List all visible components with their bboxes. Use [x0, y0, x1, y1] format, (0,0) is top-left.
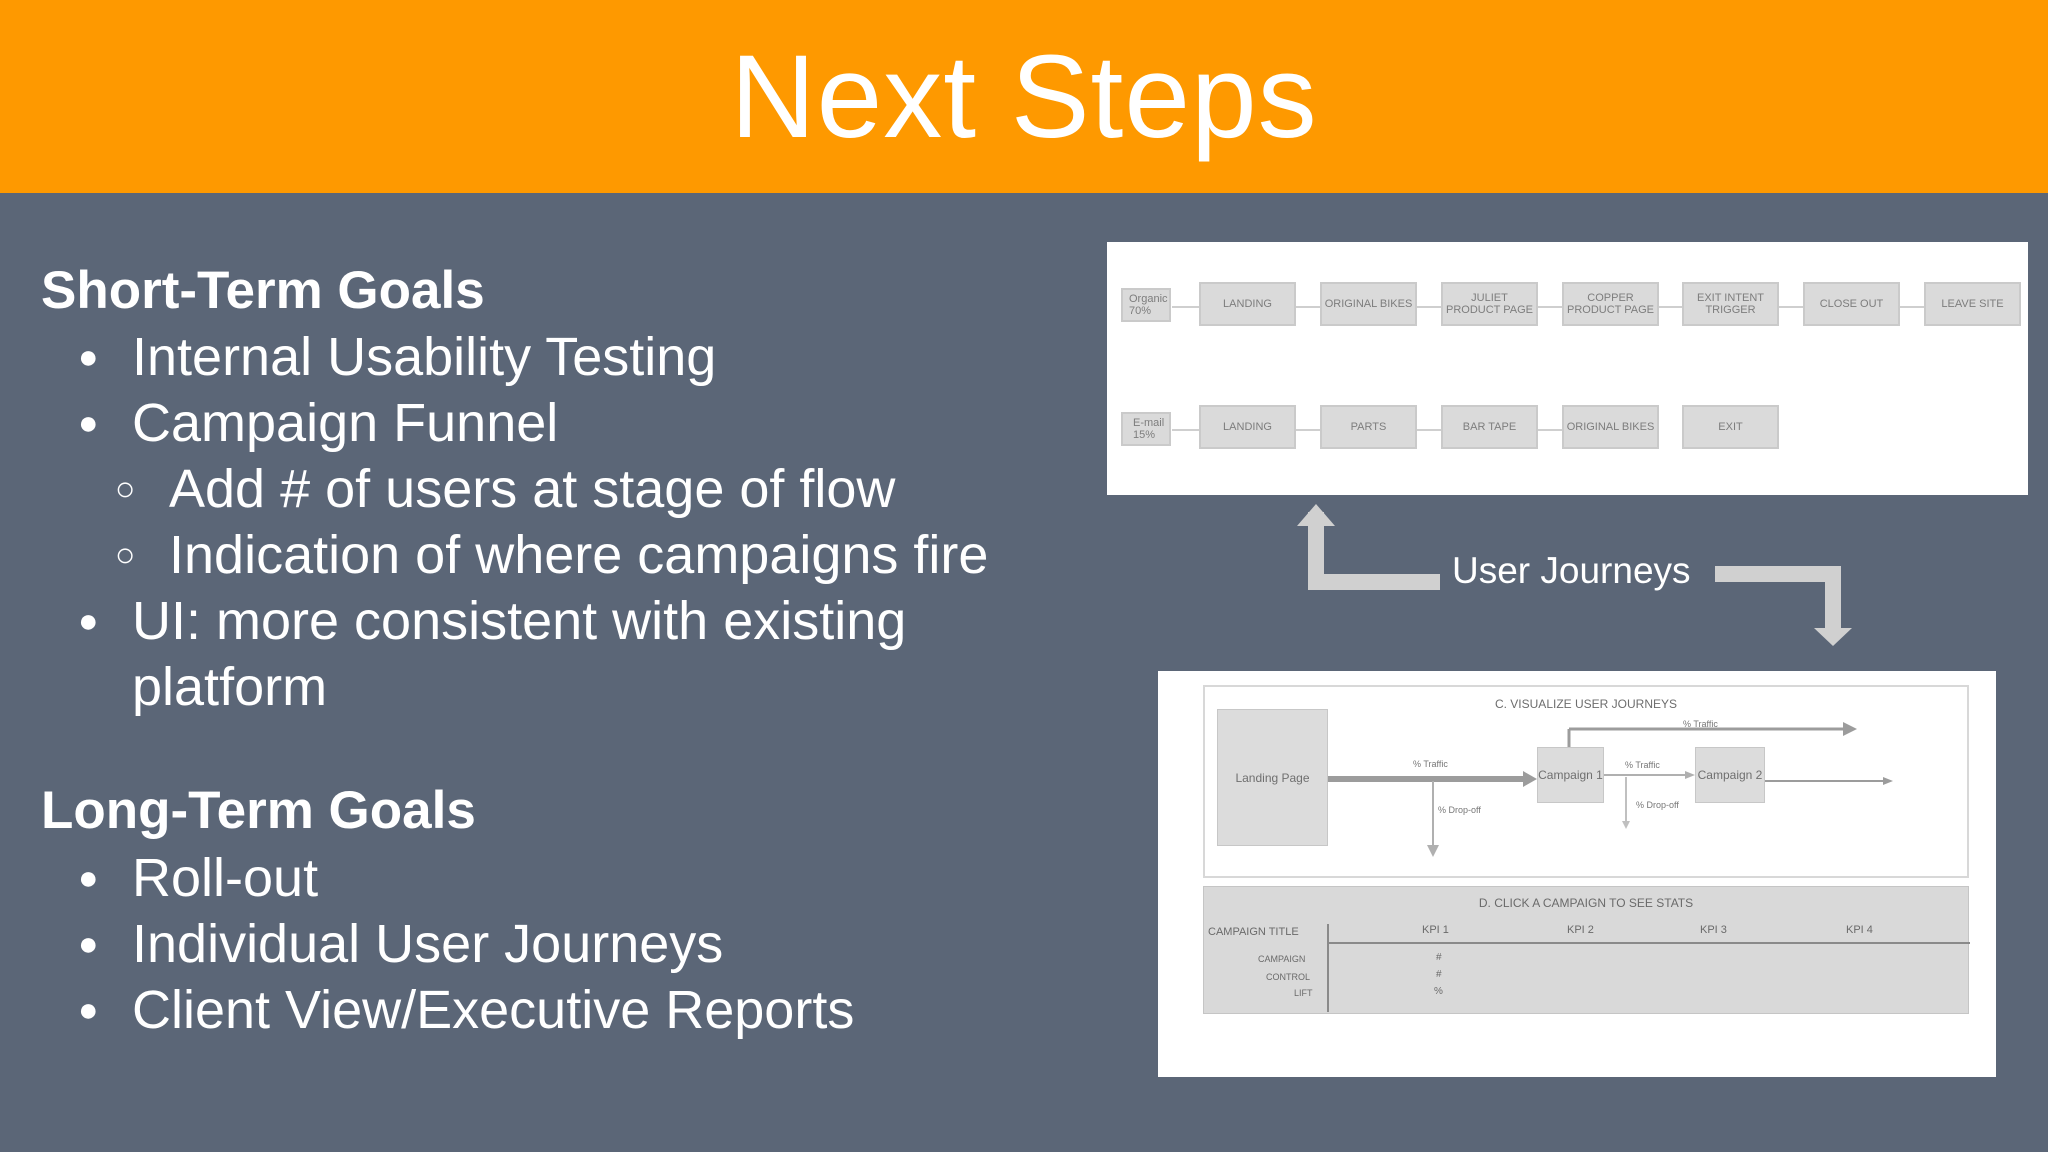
- slide-title: Next Steps: [730, 30, 1318, 163]
- long-term-list: Roll-out Individual User Journeys Client…: [41, 845, 1061, 1043]
- ui-line-2: platform: [132, 657, 328, 718]
- flow-arrows: [1328, 722, 1893, 857]
- long-term-item: Client View/Executive Reports: [41, 977, 1061, 1043]
- row-value: %: [1434, 986, 1443, 997]
- row-label: CAMPAIGN: [1258, 954, 1306, 964]
- row-label: LIFT: [1294, 988, 1313, 998]
- journey-step: LANDING: [1199, 282, 1296, 326]
- journey-step: ORIGINAL BIKES: [1320, 282, 1417, 326]
- goals-column: Short-Term Goals Internal Usability Test…: [41, 258, 1061, 1043]
- journey-step: PARTS: [1320, 405, 1417, 449]
- arrow-up-left-icon: [1297, 504, 1440, 590]
- kpi-header: KPI 2: [1567, 924, 1594, 936]
- long-term-item: Individual User Journeys: [41, 911, 1061, 977]
- dropoff-label: % Drop-off: [1438, 805, 1481, 815]
- journey-step: EXIT INTENT TRIGGER: [1682, 282, 1779, 326]
- long-term-heading: Long-Term Goals: [41, 781, 476, 841]
- short-term-item-usability: Internal Usability Testing: [41, 324, 1061, 390]
- row-value: #: [1436, 969, 1442, 980]
- journey-step: BAR TAPE: [1441, 405, 1538, 449]
- journey-step: LEAVE SITE: [1924, 282, 2021, 326]
- traffic-label: % Traffic: [1413, 759, 1448, 769]
- arrow-down-right-icon: [1715, 566, 1852, 646]
- long-term-item: Roll-out: [41, 845, 1061, 911]
- ui-line-1: UI: more consistent with existing: [132, 591, 907, 652]
- stats-title: D. CLICK A CAMPAIGN TO SEE STATS: [1478, 896, 1694, 910]
- journey-step: LANDING: [1199, 405, 1296, 449]
- kpi-header: KPI 3: [1700, 924, 1727, 936]
- journey-step: EXIT: [1682, 405, 1779, 449]
- campaign-stats-panel: D. CLICK A CAMPAIGN TO SEE STATS CAMPAIG…: [1203, 886, 1970, 1014]
- kpi-header: KPI 4: [1846, 924, 1873, 936]
- campaign-1-box: Campaign 1: [1537, 747, 1604, 803]
- short-term-list: Internal Usability Testing Campaign Funn…: [41, 324, 1061, 720]
- row-value: #: [1436, 952, 1442, 963]
- campaign-title-header: CAMPAIGN TITLE: [1208, 926, 1299, 938]
- dropoff-label: % Drop-off: [1636, 800, 1679, 810]
- visualize-title: C. VISUALIZE USER JOURNEYS: [1494, 697, 1678, 711]
- funnel-sub-item-campaigns: Indication of where campaigns fire: [41, 522, 1061, 588]
- short-term-item-funnel: Campaign Funnel Add # of users at stage …: [41, 390, 1061, 588]
- journey-step: JULIET PRODUCT PAGE: [1441, 282, 1538, 326]
- short-term-item-ui: UI: more consistent with existing platfo…: [41, 588, 1061, 720]
- visualize-panel: C. VISUALIZE USER JOURNEYS Landing Page …: [1203, 685, 1969, 878]
- campaign-2-box: Campaign 2: [1695, 747, 1765, 803]
- journey-step: COPPER PRODUCT PAGE: [1562, 282, 1659, 326]
- kpi-header: KPI 1: [1422, 924, 1449, 936]
- funnel-label: Campaign Funnel: [132, 393, 559, 454]
- journey-step: ORIGINAL BIKES: [1562, 405, 1659, 449]
- title-bar: Next Steps: [0, 0, 2048, 193]
- landing-page-box: Landing Page: [1217, 709, 1328, 846]
- user-journeys-label: User Journeys: [1452, 550, 1691, 591]
- funnel-sublist: Add # of users at stage of flow Indicati…: [115, 456, 1061, 588]
- journey-step: CLOSE OUT: [1803, 282, 1900, 326]
- short-term-heading: Short-Term Goals: [41, 261, 485, 320]
- traffic-label: % Traffic: [1625, 760, 1660, 770]
- traffic-label: % Traffic: [1683, 719, 1718, 729]
- funnel-sub-item-users: Add # of users at stage of flow: [41, 456, 1061, 522]
- row-label: CONTROL: [1266, 972, 1311, 982]
- visualize-journeys-mockup: C. VISUALIZE USER JOURNEYS Landing Page …: [1158, 671, 1996, 1077]
